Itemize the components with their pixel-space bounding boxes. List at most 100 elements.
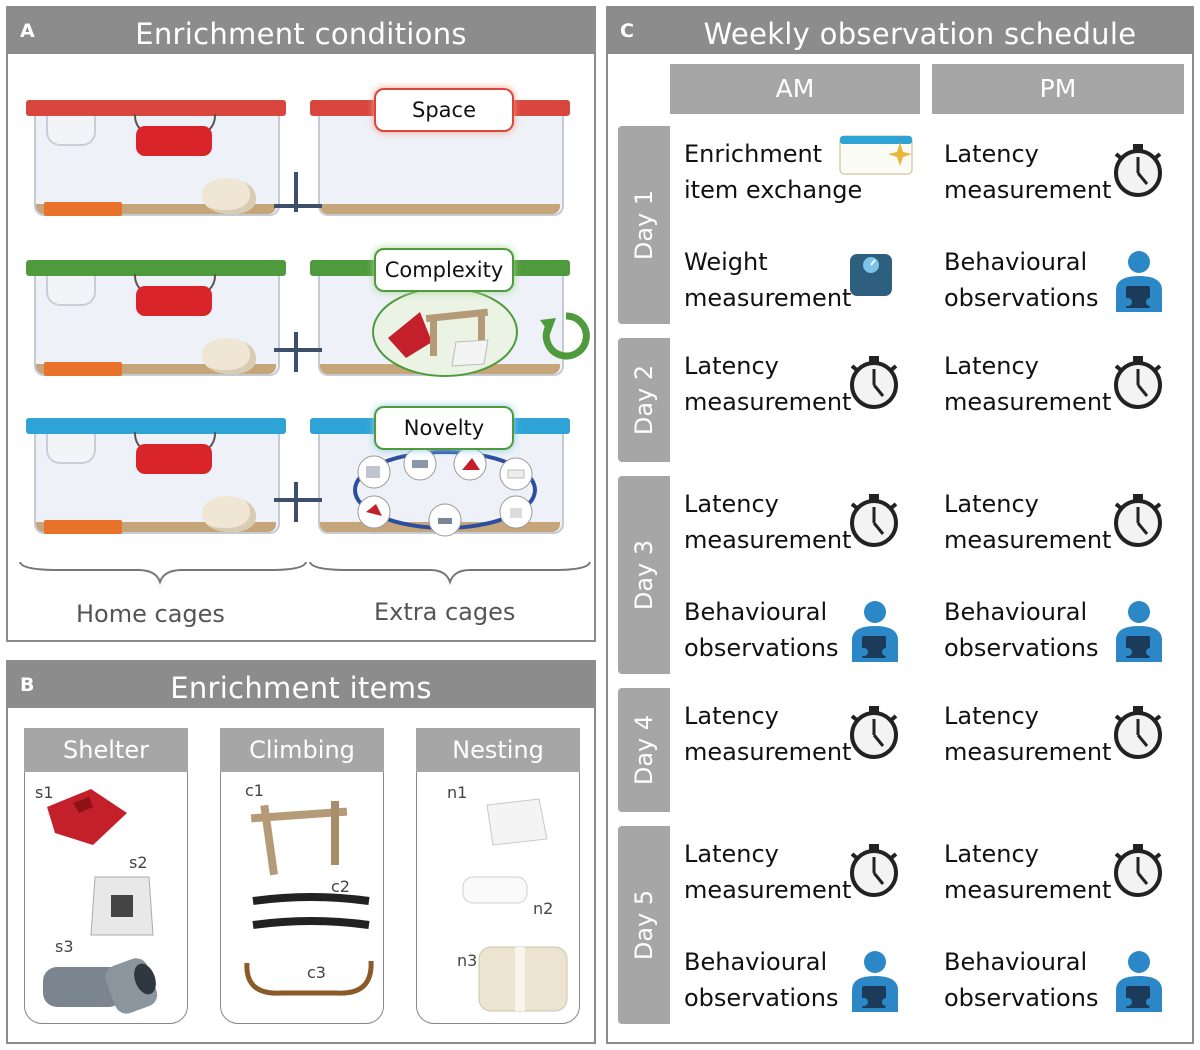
home-cage-novelty — [26, 418, 286, 538]
shelter-s2-image — [90, 876, 154, 936]
activity-text-line: Latency — [944, 352, 1039, 380]
panel-enrichment-items: B Enrichment items Shelter s1 s2 s3 Clim… — [6, 660, 596, 1044]
climbing-c3-image — [244, 960, 374, 996]
day-label: Day 5 — [630, 889, 658, 961]
activity-text-line: measurement — [684, 876, 852, 904]
shelter-s3-image — [43, 958, 158, 1014]
activity-text-line: Behavioural — [684, 948, 828, 976]
day-label: Day 3 — [630, 539, 658, 611]
red-shelter — [136, 444, 212, 474]
home-cage-complexity — [26, 260, 286, 380]
novelty-rotation-group — [353, 447, 537, 537]
panel-c-header: C Weekly observation schedule — [608, 8, 1192, 54]
activity-text-line: measurement — [684, 738, 852, 766]
activity-text-line: Latency — [684, 352, 779, 380]
home-cage-space — [26, 100, 286, 220]
observer-icon — [846, 600, 904, 668]
panel-letter: C — [620, 20, 634, 42]
item-tag: n1 — [447, 783, 468, 802]
panel-weekly-schedule: C Weekly observation schedule AM PM Day … — [606, 6, 1194, 1044]
panel-enrichment-conditions: A Enrichment conditions Space — [6, 6, 596, 642]
activity-text-line: Latency — [684, 702, 779, 730]
activity-text-line: measurement — [944, 388, 1112, 416]
panel-a-header: A Enrichment conditions — [8, 8, 594, 54]
nesting-paper — [202, 496, 256, 532]
panel-letter: A — [20, 20, 35, 42]
item-tag: c2 — [331, 877, 350, 896]
item-tag: c3 — [307, 963, 326, 982]
cage-lid — [26, 260, 286, 276]
panel-b-header: B Enrichment items — [8, 662, 594, 708]
activity-text-line: Behavioural — [944, 948, 1088, 976]
observer-icon — [846, 950, 904, 1018]
observer-icon — [1110, 250, 1168, 318]
activity-am: Latency measurement — [684, 348, 864, 420]
activity-text-line: Behavioural — [944, 248, 1088, 276]
activity-text-line: measurement — [944, 176, 1112, 204]
condition-label-novelty: Novelty — [374, 406, 514, 450]
activity-text-line: Behavioural — [684, 598, 828, 626]
items-column-nesting: Nesting n1 n2 n3 — [416, 728, 580, 1024]
shelter-s1-image — [47, 789, 127, 845]
cage-lid — [26, 100, 286, 116]
stopwatch-icon — [846, 704, 902, 764]
day-label: Day 4 — [630, 714, 658, 786]
connecting-tube — [294, 172, 298, 212]
cage-lid — [26, 418, 286, 434]
pm-column-header: PM — [932, 64, 1184, 114]
gnawing-block — [44, 202, 122, 216]
activity-text-line: measurement — [944, 738, 1112, 766]
climbing-c2-image — [252, 893, 370, 929]
activity-text-line: Latency — [684, 490, 779, 518]
cage-group-braces — [19, 561, 591, 586]
stopwatch-icon — [1110, 842, 1166, 902]
stopwatch-icon — [1110, 142, 1166, 202]
item-tag: c1 — [245, 781, 264, 800]
item-tag: s1 — [35, 783, 54, 802]
stopwatch-icon — [846, 842, 902, 902]
panel-title: Weekly observation schedule — [703, 17, 1137, 51]
activity-text-line: Behavioural — [944, 598, 1088, 626]
activity-pm: Latency measurement — [944, 486, 1124, 558]
activity-text-line: Latency — [944, 490, 1039, 518]
food-hopper — [46, 116, 96, 146]
stopwatch-icon — [1110, 704, 1166, 764]
red-shelter — [136, 126, 212, 156]
nesting-n2-image — [462, 876, 528, 904]
column-title: Climbing — [220, 728, 384, 772]
items-column-shelter: Shelter s1 s2 s3 — [24, 728, 188, 1024]
activity-text-line: Weight — [684, 248, 768, 276]
complexity-items-group — [372, 287, 518, 377]
climbing-c1-image — [250, 801, 348, 876]
day-tab-5: Day 5 — [618, 826, 670, 1024]
activity-text-line: measurement — [944, 526, 1112, 554]
condition-label-space: Space — [374, 88, 514, 132]
connecting-tube — [294, 332, 298, 372]
stopwatch-icon — [846, 492, 902, 552]
column-title: Shelter — [24, 728, 188, 772]
nesting-paper — [202, 338, 256, 374]
gnawing-block — [44, 362, 122, 376]
items-column-climbing: Climbing c1 c2 c3 — [220, 728, 384, 1024]
enrichment-card-icon — [836, 130, 916, 184]
item-tag: n2 — [533, 899, 554, 918]
activity-text-line: measurement — [684, 388, 852, 416]
activity-text-line: Latency — [944, 840, 1039, 868]
am-column-header: AM — [670, 64, 920, 114]
observer-icon — [1110, 950, 1168, 1018]
observer-icon — [1110, 600, 1168, 668]
activity-pm: Latency measurement — [944, 348, 1124, 420]
nesting-n1-image — [486, 798, 548, 846]
stopwatch-icon — [846, 354, 902, 414]
day-label: Day 1 — [630, 189, 658, 261]
item-tag: s3 — [55, 937, 74, 956]
day-tab-1: Day 1 — [618, 126, 670, 324]
